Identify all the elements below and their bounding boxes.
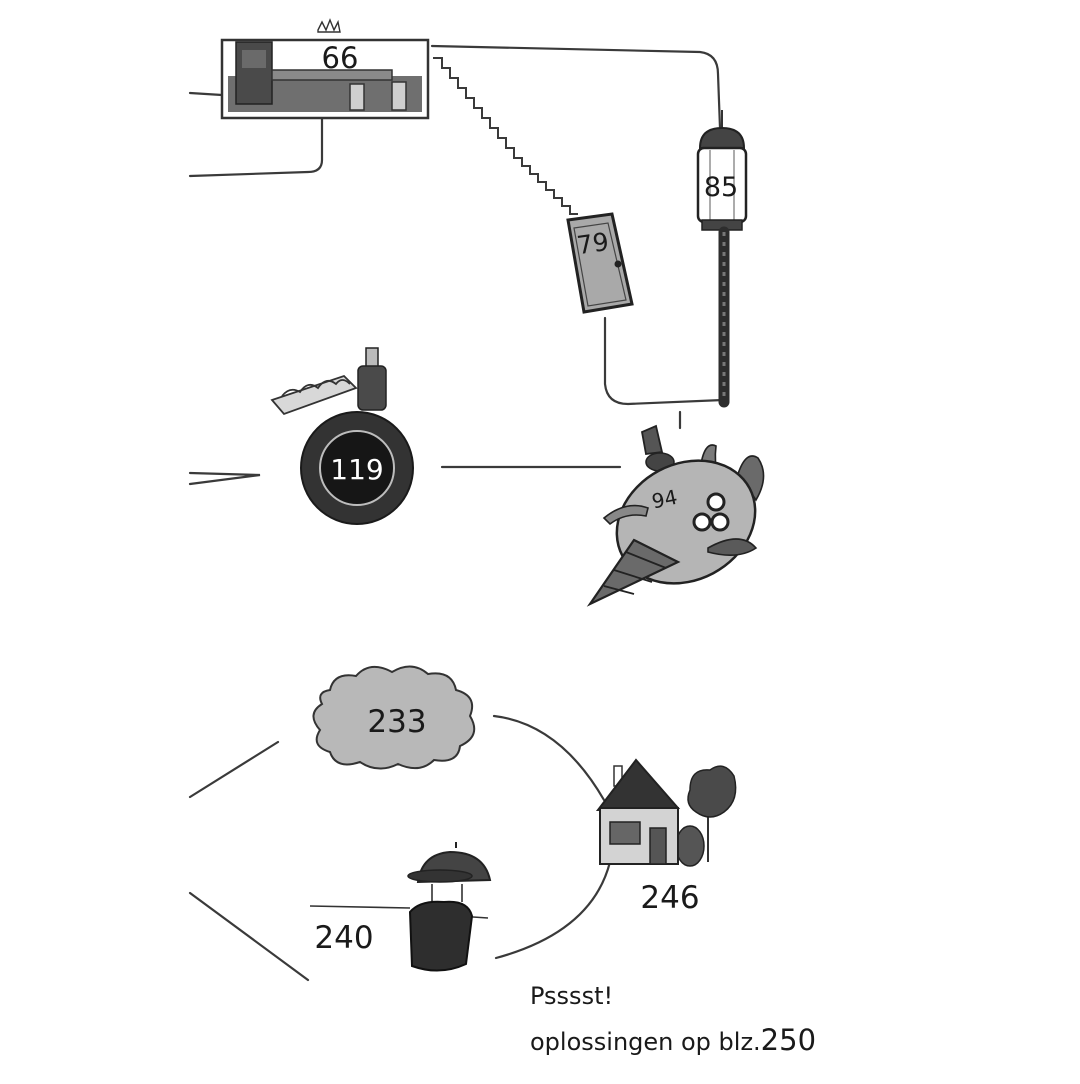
cabinet-door-icon bbox=[242, 50, 266, 68]
lantern-cap-icon bbox=[698, 126, 746, 149]
lantern-node[interactable]: 85 bbox=[696, 110, 748, 231]
cloud-node[interactable]: 233 bbox=[312, 665, 476, 770]
plate-inner-icon bbox=[319, 430, 395, 506]
tree-icon bbox=[675, 765, 737, 867]
porthole-icon bbox=[692, 512, 712, 532]
door-knob-icon bbox=[614, 260, 622, 268]
lantern-page-number: 85 bbox=[704, 172, 738, 203]
bottle-body-icon bbox=[357, 365, 387, 411]
porthole-icon bbox=[706, 492, 726, 512]
balloon-brim-icon bbox=[407, 869, 473, 883]
room-page-number: 66 bbox=[322, 41, 359, 75]
staircase bbox=[433, 57, 578, 215]
drill-thread-icon bbox=[603, 551, 667, 595]
table-icon bbox=[271, 69, 393, 81]
tail-icon bbox=[737, 455, 765, 502]
bottle-icon bbox=[357, 347, 387, 411]
balloon-node[interactable]: 240 bbox=[309, 842, 492, 972]
solutions-line: oplossingen op blz.250 bbox=[530, 1023, 816, 1057]
footer-hint: Psssst! oplossingen op blz.250 bbox=[530, 982, 816, 1057]
plate-node[interactable]: 119 bbox=[270, 347, 414, 525]
plate-page-number: 119 bbox=[330, 453, 383, 486]
drill-page-number: 94 bbox=[650, 485, 680, 514]
balloon-basket-icon bbox=[408, 900, 474, 972]
side-fin-icon bbox=[707, 538, 758, 556]
tree-crown-icon bbox=[687, 765, 737, 818]
window-icon bbox=[609, 821, 641, 845]
sandwich-top-icon bbox=[281, 379, 351, 397]
stool-icon bbox=[391, 81, 407, 111]
door-page-number: 79 bbox=[575, 227, 611, 260]
path-door-to-rope bbox=[603, 316, 725, 406]
solutions-page-number[interactable]: 250 bbox=[761, 1023, 816, 1057]
room-node[interactable]: 66 bbox=[220, 18, 430, 120]
bottle-neck-icon bbox=[365, 347, 379, 369]
connector-paths bbox=[188, 44, 725, 982]
path-cloud-to-house bbox=[492, 714, 606, 802]
roof-icon bbox=[595, 758, 681, 812]
house-node[interactable]: 246 bbox=[595, 758, 737, 916]
porthole-icon bbox=[710, 512, 730, 532]
drill-visor-icon bbox=[602, 504, 649, 526]
door-node[interactable]: 79 bbox=[566, 212, 634, 314]
hint-text: Psssst! bbox=[530, 982, 613, 1010]
path-left-to-balloon bbox=[188, 891, 310, 982]
house-page-number: 246 bbox=[640, 880, 699, 916]
periscope-icon bbox=[640, 424, 664, 455]
crown-icon bbox=[317, 18, 341, 33]
solutions-prefix: oplossingen op blz. bbox=[530, 1028, 761, 1056]
path-left-to-cloud bbox=[188, 740, 280, 799]
path-left-to-plate bbox=[188, 471, 261, 486]
balloon-page-number: 240 bbox=[314, 920, 373, 956]
path-left-to-room bbox=[188, 91, 224, 97]
stool-icon bbox=[349, 83, 365, 111]
bush-icon bbox=[675, 825, 705, 867]
sandwich-base-icon bbox=[270, 374, 358, 416]
sandwich-icon bbox=[270, 374, 358, 416]
door-icon bbox=[566, 212, 634, 314]
drill-node[interactable]: 94 bbox=[586, 424, 777, 607]
house-door-icon bbox=[649, 827, 667, 865]
path-room-to-lantern bbox=[430, 44, 722, 130]
door-panel-icon bbox=[573, 222, 627, 307]
cloud-page-number: 233 bbox=[367, 704, 426, 740]
cloud-icon bbox=[312, 665, 476, 770]
balloon-rope-icon bbox=[431, 884, 463, 902]
path-room-down bbox=[188, 116, 324, 178]
path-balloon-to-house bbox=[494, 860, 612, 960]
